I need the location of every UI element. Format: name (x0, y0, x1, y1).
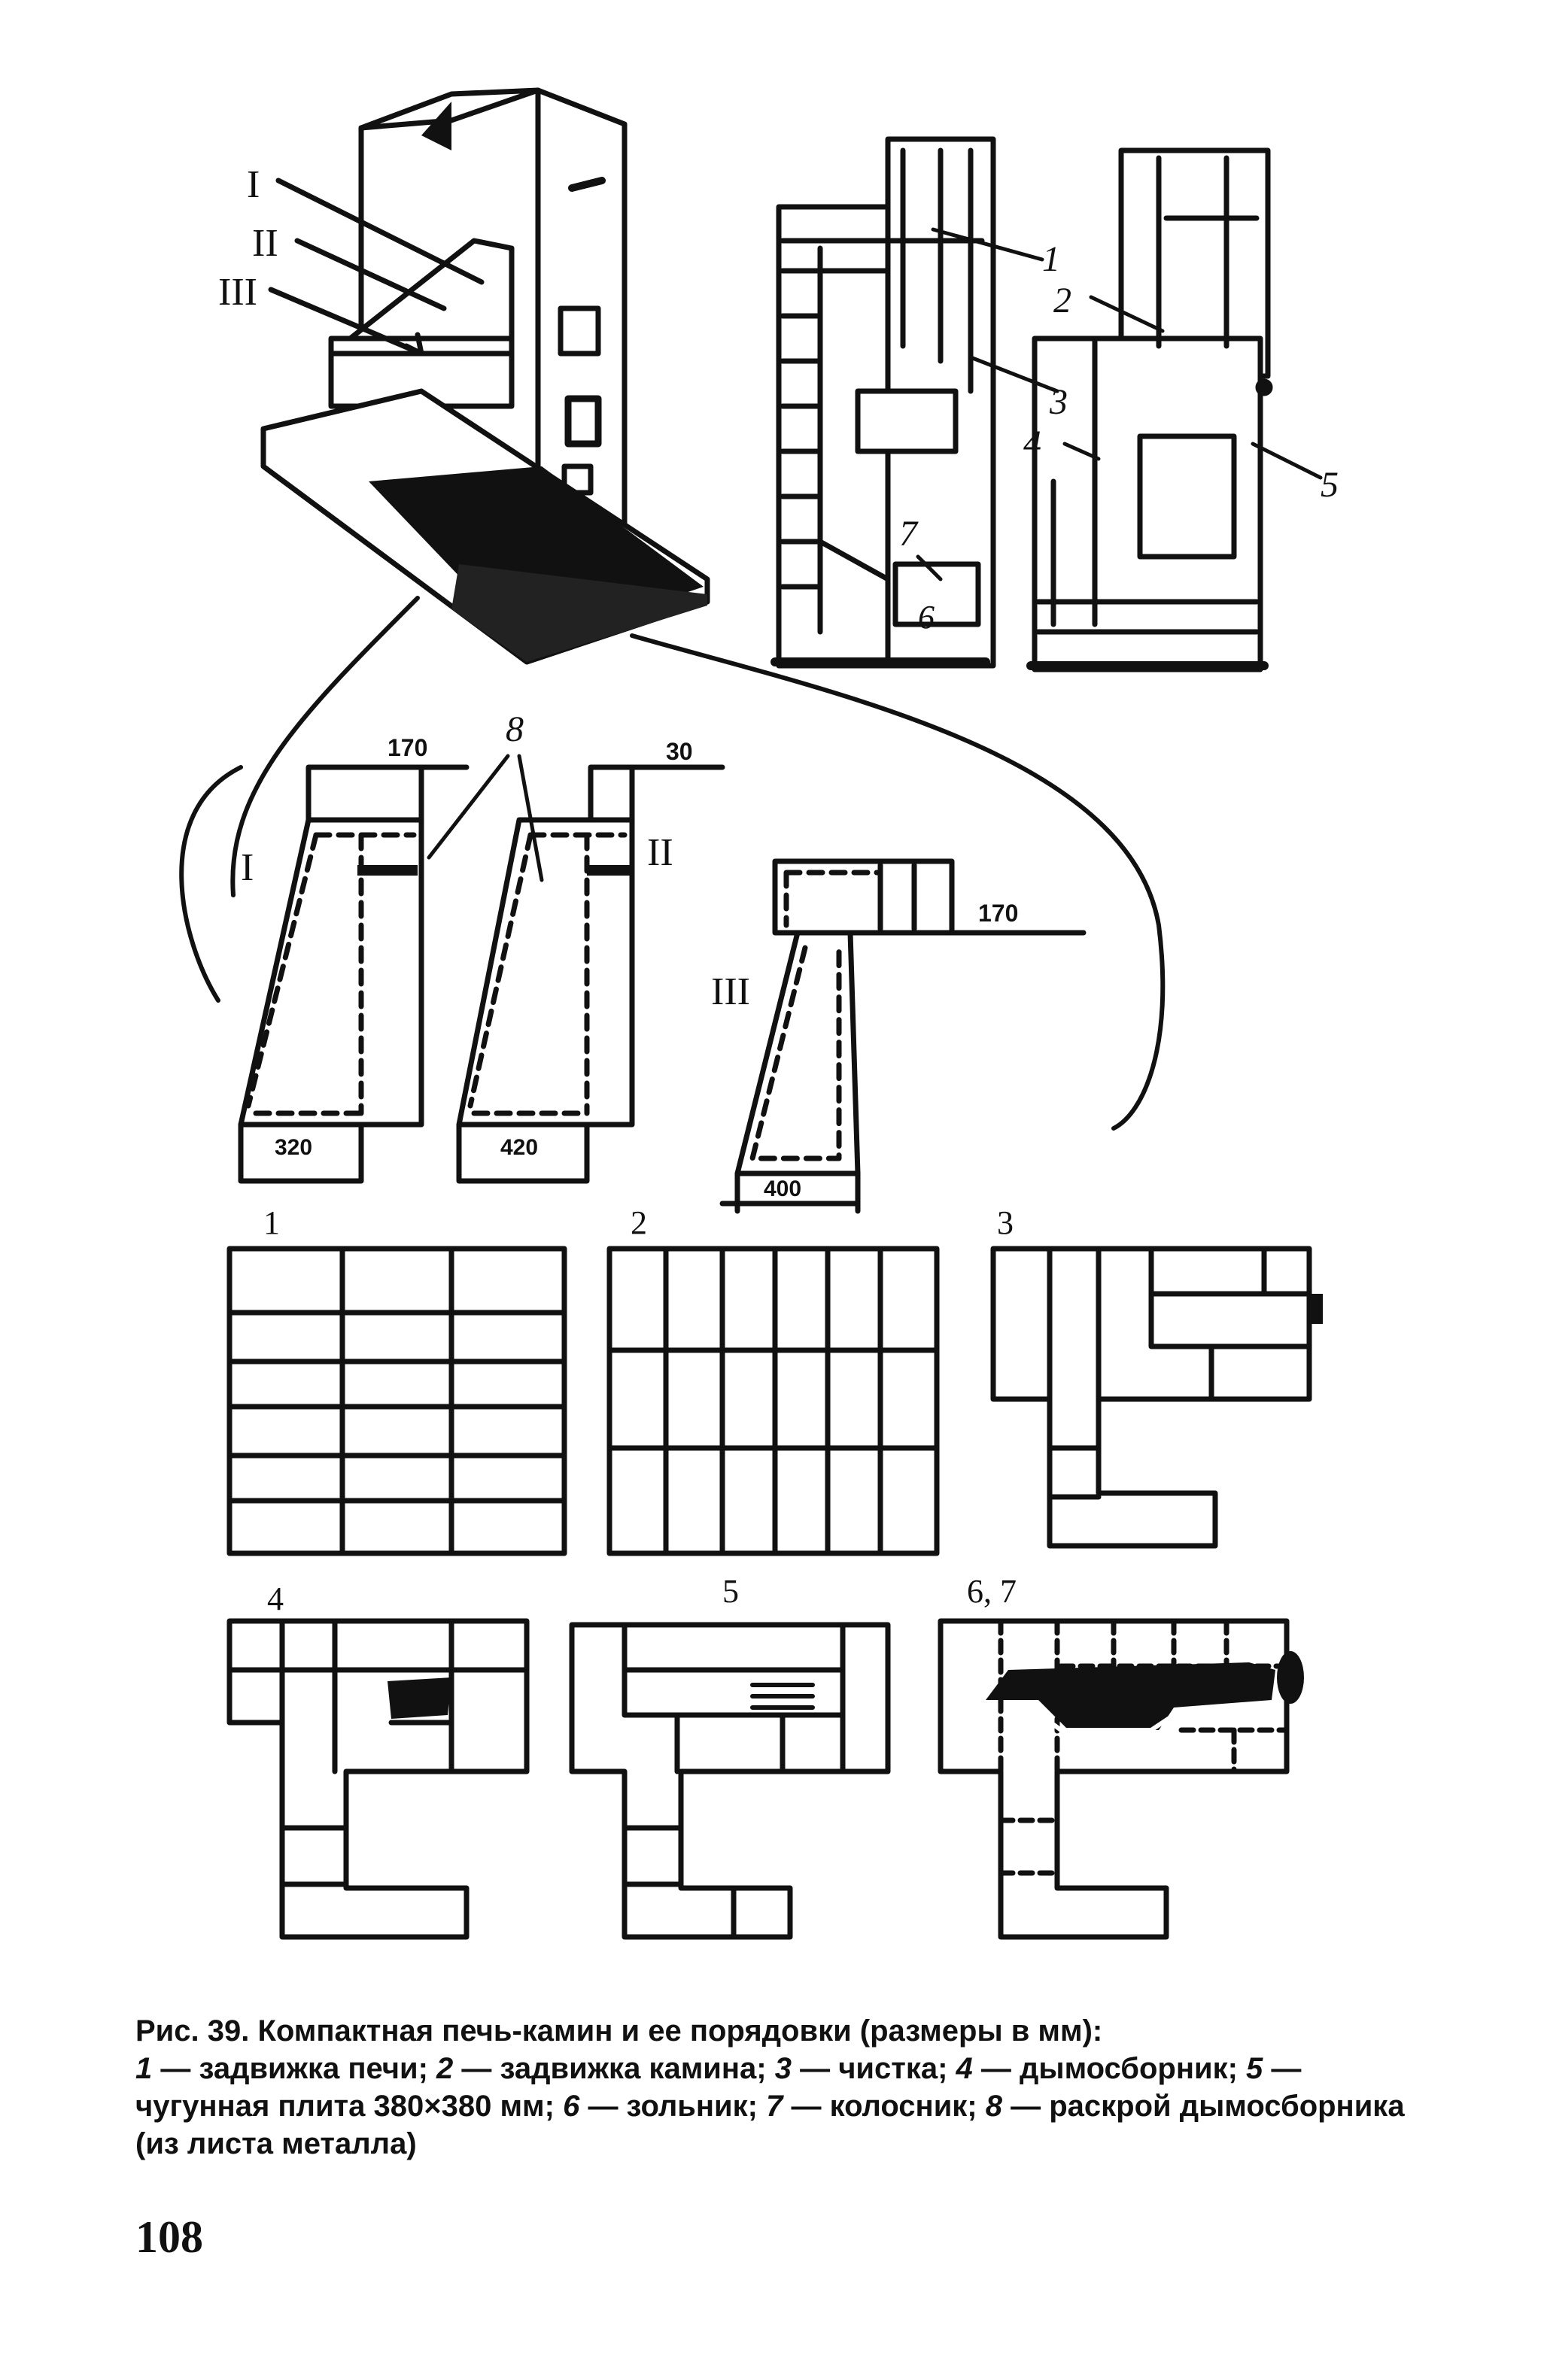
label-dev-II: II (647, 831, 673, 874)
label-roman-I: I (247, 163, 260, 206)
course-6-7 (938, 1618, 1304, 1940)
dim-170-right: 170 (978, 900, 1018, 927)
row-label-4: 4 (267, 1580, 284, 1617)
section-callouts (916, 227, 1323, 581)
section-right (1026, 147, 1273, 672)
label-dev-III: III (711, 970, 750, 1013)
course-5 (569, 1622, 891, 1940)
figure-39: I II III 1 2 3 4 5 6 7 8 I II III 170 30… (179, 87, 1339, 1940)
row-label-6-7: 6, 7 (967, 1573, 1017, 1610)
label-roman-II: II (252, 222, 278, 265)
figure-caption: Рис. 39. Компактная печь-камин и ее поря… (135, 2012, 1415, 2163)
row-label-5: 5 (722, 1573, 739, 1610)
label-part-2: 2 (1053, 281, 1071, 320)
label-part-1: 1 (1042, 239, 1060, 279)
development-II (456, 764, 725, 1184)
development-I (238, 764, 470, 1184)
figure-labels: I II III 1 2 3 4 5 6 7 8 I II III 170 30… (218, 163, 1339, 1617)
label-part-7: 7 (899, 514, 919, 554)
row-label-2: 2 (631, 1204, 647, 1241)
course-3 (990, 1246, 1323, 1549)
caption-legend: 1 — задвижка печи; 2 — задвижка камина; … (135, 2052, 1405, 2160)
course-1 (226, 1246, 567, 1556)
row-label-1: 1 (263, 1204, 280, 1241)
dim-170-top: 170 (388, 734, 427, 761)
dim-400: 400 (764, 1176, 801, 1201)
label-part-4: 4 (1023, 423, 1041, 463)
section-left (770, 136, 996, 669)
dim-320: 320 (275, 1135, 312, 1160)
course-4 (226, 1618, 530, 1940)
development-III (719, 858, 1087, 1214)
dim-420: 420 (500, 1135, 538, 1160)
dim-30: 30 (666, 738, 693, 765)
stove-3d-view (260, 87, 710, 665)
label-part-8: 8 (506, 709, 524, 749)
course-2 (606, 1246, 940, 1556)
caption-title: Рис. 39. Компактная печь-камин и ее поря… (135, 2014, 1103, 2048)
row-label-3: 3 (997, 1204, 1014, 1241)
label-part-6: 6 (918, 599, 935, 636)
label-roman-III: III (218, 271, 257, 314)
label-dev-I: I (241, 846, 254, 889)
page-number: 108 (135, 2212, 203, 2262)
label-part-5: 5 (1321, 465, 1339, 505)
label-part-3: 3 (1049, 382, 1068, 422)
